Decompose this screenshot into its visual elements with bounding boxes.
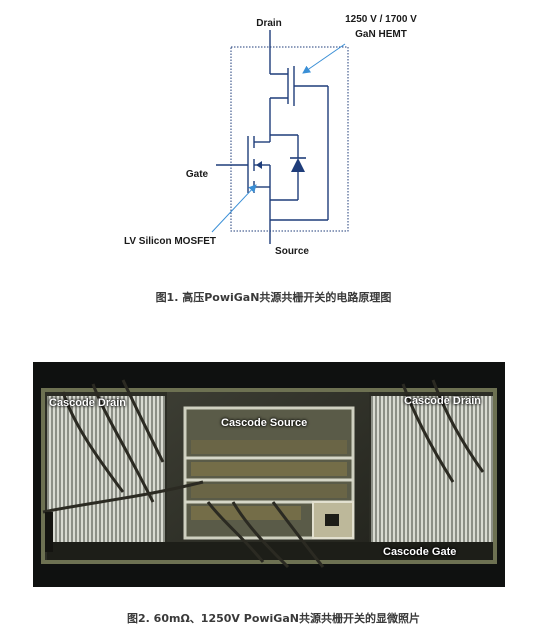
device-type-label: GaN HEMT: [355, 29, 407, 40]
gan-hemt-symbol: [270, 66, 329, 221]
cascode-gate-label: Cascode Gate: [383, 546, 457, 558]
cascode-drain-right-label: Cascode Drain: [404, 395, 482, 407]
gate-pad: [312, 501, 354, 539]
right-drain-array: [371, 396, 493, 542]
gate-label: Gate: [186, 169, 209, 180]
source-label: Source: [275, 246, 309, 257]
diode-branch: [270, 134, 299, 201]
cascode-drain-left-label: Cascode Drain: [49, 397, 127, 409]
cascode-enclosure: [230, 46, 349, 232]
device-rating-label: 1250 V / 1700 V: [345, 14, 417, 25]
mosfet-body-arrow: [256, 161, 262, 169]
bond-wires: [42, 379, 485, 569]
mosfet-label: LV Silicon MOSFET: [124, 236, 216, 247]
mosfet-annotation-arrow: [211, 184, 257, 233]
diode-icon: [291, 158, 305, 172]
circuit-schematic: Drain 1250 V / 1700 V GaN HEMT Gate LV S…: [124, 14, 417, 257]
hemt-annotation-arrow: [302, 43, 346, 74]
cascode-source-label: Cascode Source: [221, 417, 308, 429]
figure1-caption: 图1. 高压PowiGaN共源共栅开关的电路原理图: [155, 291, 392, 304]
micrograph-drawing: [41, 379, 497, 569]
die-micrograph: Cascode Drain Cascode Drain Cascode Sour…: [33, 362, 505, 587]
drain-label: Drain: [256, 18, 282, 29]
figure2-caption: 图2. 60mΩ、1250V PowiGaN共源共栅开关的显微照片: [127, 612, 420, 625]
